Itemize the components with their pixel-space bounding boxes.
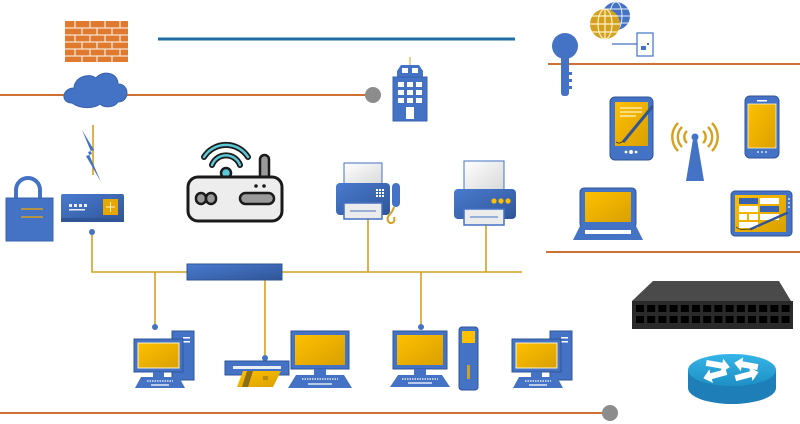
lan-cables (91, 125, 522, 355)
building-icon[interactable]: Office building (392, 57, 428, 122)
pda-icon[interactable]: PDA (609, 96, 654, 161)
segment-lines (0, 37, 800, 421)
globe-icon[interactable]: Global network (590, 1, 630, 40)
device-icon[interactable]: Remote device (612, 32, 654, 57)
switch-port (703, 316, 712, 323)
switch-port (636, 316, 644, 323)
cable-ports (89, 229, 424, 361)
switch-port (781, 316, 790, 323)
segment-node (602, 405, 618, 421)
switch-port (669, 305, 678, 312)
monitor-icon[interactable]: Monitor workstation (288, 330, 352, 388)
switch-port (658, 305, 667, 312)
wifi-router-icon[interactable]: Wi-Fi router (186, 141, 284, 223)
desktop-tower-icon[interactable]: Desktop PC (133, 330, 195, 388)
key-icon[interactable]: Access key (552, 33, 578, 96)
smartphone-icon[interactable]: Smartphone (744, 95, 780, 159)
switch-port (680, 305, 689, 312)
switch-port (647, 305, 656, 312)
switch-icon[interactable]: Network switch (632, 281, 793, 329)
switch-port (770, 305, 779, 312)
router-icon[interactable]: Router (688, 354, 776, 404)
switch-port (692, 305, 700, 312)
switch-port (748, 316, 756, 323)
switch-port (725, 305, 734, 312)
switch-port (781, 305, 790, 312)
switch-port (759, 316, 768, 323)
tablet-icon[interactable]: Tablet (730, 190, 793, 237)
switch-port (714, 305, 723, 312)
brick-wall-icon[interactable]: Firewall (65, 21, 128, 62)
laptop-icon[interactable]: Laptop (573, 187, 643, 240)
card-reader-icon[interactable]: Card reader (224, 360, 290, 387)
padlock-icon[interactable]: Security lock (5, 176, 54, 242)
switch-port (714, 316, 723, 323)
fax-icon[interactable]: Fax machine (336, 162, 400, 225)
modem-icon[interactable]: Modem / gateway (61, 194, 124, 222)
switch-port (669, 316, 678, 323)
switch-port (680, 316, 689, 323)
switch-port (703, 305, 712, 312)
switch-port (736, 305, 745, 312)
antenna-icon[interactable]: Wireless antenna (671, 122, 719, 181)
desktop-tower-icon[interactable]: Workstation with tower (390, 326, 479, 391)
switch-port (736, 316, 745, 323)
desktop-tower-icon[interactable]: Desktop PC (511, 330, 573, 388)
switch-port (647, 316, 656, 323)
lightning-icon: WAN link (82, 130, 101, 182)
printer-icon[interactable]: Printer (454, 160, 516, 226)
switch-port (725, 316, 734, 323)
switch-port (692, 316, 700, 323)
cloud-icon[interactable]: Internet cloud (63, 72, 128, 109)
hub-icon[interactable]: Network hub (186, 263, 283, 281)
segment-node (365, 87, 381, 103)
switch-port (759, 305, 768, 312)
switch-port (748, 305, 756, 312)
switch-port (658, 316, 667, 323)
switch-ports (636, 305, 790, 323)
switch-port (636, 305, 644, 312)
switch-port (770, 316, 779, 323)
